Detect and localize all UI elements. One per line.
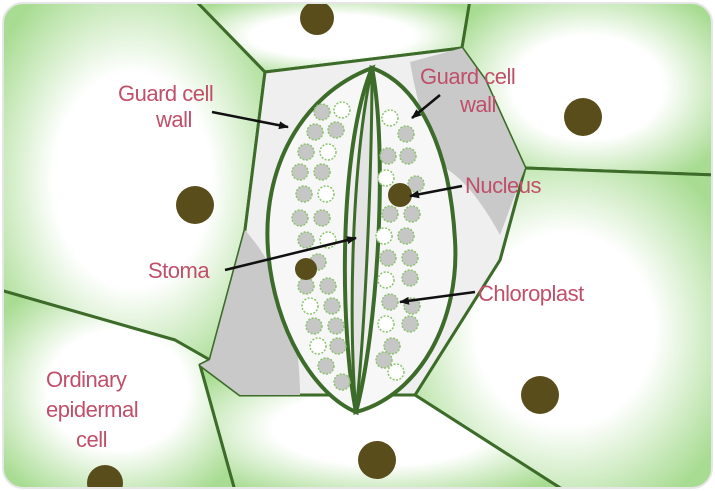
chloroplast [382, 294, 398, 310]
label-ordinary-line3: cell [76, 427, 107, 452]
chloroplast [334, 374, 350, 390]
label-chloroplast: Chloroplast [478, 281, 584, 306]
nucleus-top [300, 1, 334, 35]
label-guard-cell-wall-right-line2: wall [459, 92, 496, 117]
chloroplast [324, 298, 340, 314]
label-nucleus: Nucleus [465, 173, 541, 198]
label-guard-cell-wall-right-line1: Guard cell [420, 64, 515, 89]
chloroplast [402, 250, 418, 266]
chloroplast [307, 124, 323, 140]
chloroplast [378, 316, 394, 332]
nucleus-left [176, 186, 214, 224]
chloroplast [402, 316, 418, 332]
chloroplast [302, 298, 318, 314]
chloroplast [378, 170, 394, 186]
chloroplast [314, 210, 330, 226]
nucleus-right-lower [521, 376, 559, 414]
nucleus-bottom [358, 441, 396, 479]
chloroplast [388, 364, 404, 380]
label-ordinary-line1: Ordinary [46, 367, 127, 392]
chloroplast [380, 148, 396, 164]
chloroplast [320, 278, 336, 294]
nucleus-top-right [564, 98, 602, 136]
chloroplast [306, 318, 322, 334]
chloroplast [292, 210, 308, 226]
chloroplast [376, 228, 392, 244]
chloroplast [404, 206, 420, 222]
chloroplast [298, 232, 314, 248]
chloroplast [376, 352, 392, 368]
label-guard-cell-wall-left-line2: wall [155, 107, 192, 132]
chloroplast [296, 186, 312, 202]
chloroplast [320, 144, 336, 160]
chloroplast [328, 318, 344, 334]
chloroplast [314, 164, 330, 180]
chloroplast [382, 110, 398, 126]
chloroplast [380, 250, 396, 266]
chloroplast [310, 338, 326, 354]
chloroplast [298, 144, 314, 160]
chloroplast [400, 148, 416, 164]
chloroplast [318, 358, 334, 374]
chloroplast [314, 104, 330, 120]
chloroplast [292, 164, 308, 180]
chloroplast [328, 122, 344, 138]
nucleus-guard-left [295, 258, 317, 280]
chloroplast [298, 278, 314, 294]
chloroplast [382, 206, 398, 222]
chloroplast [402, 270, 418, 286]
chloroplast [398, 126, 414, 142]
chloroplast [378, 272, 394, 288]
label-ordinary-line2: epidermal [46, 397, 138, 422]
chloroplast [334, 102, 350, 118]
chloroplast [318, 186, 334, 202]
label-stoma: Stoma [148, 258, 210, 283]
label-guard-cell-wall-left-line1: Guard cell [118, 81, 213, 106]
chloroplast [398, 228, 414, 244]
chloroplast [330, 338, 346, 354]
nucleus-guard-right [388, 183, 412, 207]
